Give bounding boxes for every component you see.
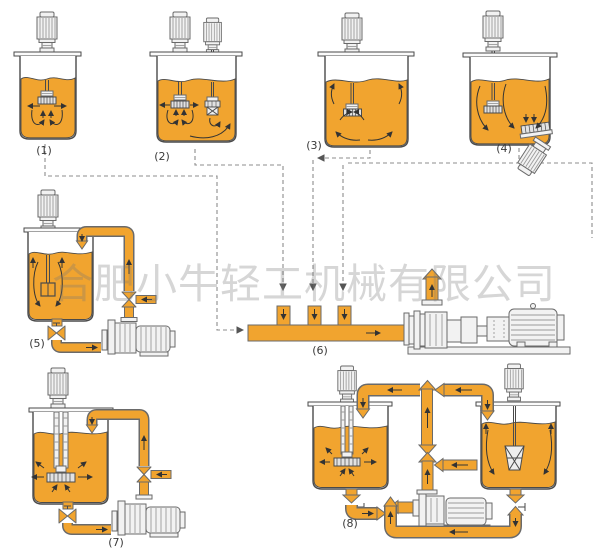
left-tank-outlet xyxy=(341,488,387,522)
flow-arrows xyxy=(30,257,65,307)
flow-arrows xyxy=(483,423,554,475)
flow-arrows xyxy=(476,83,548,131)
mixer-motor-icon xyxy=(341,12,363,54)
bottom-valve xyxy=(47,322,66,341)
disperser-motor-icon xyxy=(203,17,222,54)
high-shear-mixer xyxy=(333,405,361,467)
mixer-motor-icon xyxy=(36,11,58,53)
figure-label-2: (2) xyxy=(154,150,170,163)
mixing-tank-4 xyxy=(462,10,558,176)
emulsifying-pump xyxy=(101,319,176,357)
flow-arrows xyxy=(31,461,93,493)
figure-label-3: (3) xyxy=(306,139,322,152)
transfer-pump xyxy=(403,268,571,355)
figure-label-4: (4) xyxy=(496,142,512,155)
emulsifying-pump xyxy=(111,500,186,538)
figure-label-5: (5) xyxy=(29,337,45,350)
three-way-valve xyxy=(121,291,157,308)
mixing-tank-3 xyxy=(317,12,415,148)
flow-arrows xyxy=(329,83,404,141)
bottom-valve xyxy=(58,505,77,524)
flow-arrows xyxy=(159,102,231,139)
right-tank-outlet-loop xyxy=(383,488,526,539)
homogenizer-motor-icon xyxy=(47,367,69,409)
three-way-valve xyxy=(136,466,172,483)
mixer-motor-icon xyxy=(169,11,191,53)
mixing-tank-1 xyxy=(13,11,82,140)
circulation-system-7 xyxy=(28,367,186,538)
figure-label-8: (8) xyxy=(342,517,358,530)
mixer-motor-icon xyxy=(37,189,59,231)
agitator-motor-icon xyxy=(504,363,524,402)
flow-arrows xyxy=(27,103,67,126)
figure-label-7: (7) xyxy=(108,536,124,549)
mixing-tank-2 xyxy=(149,11,243,143)
figure-label-1: (1) xyxy=(36,144,52,157)
flow-arrows xyxy=(319,447,377,477)
inlet-manifold xyxy=(247,305,405,342)
circulation-system-5 xyxy=(23,189,176,357)
bottom-homogenizer-motor-icon xyxy=(517,136,552,176)
twin-tank-system-8 xyxy=(307,363,561,539)
figure-label-6: (6) xyxy=(312,344,328,357)
homogenizer-motor-icon xyxy=(337,365,357,404)
high-shear-mixer xyxy=(46,411,76,483)
top-transfer-piping xyxy=(355,379,495,491)
mixer-motor-icon xyxy=(482,10,504,52)
